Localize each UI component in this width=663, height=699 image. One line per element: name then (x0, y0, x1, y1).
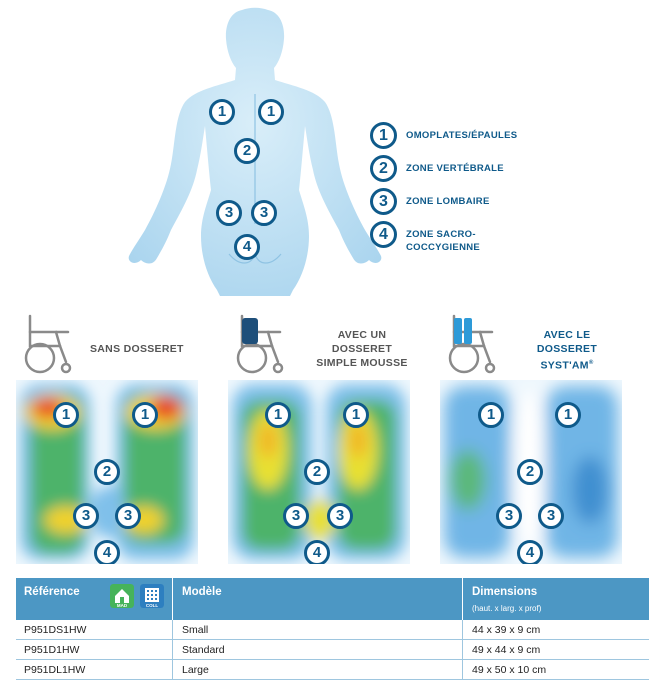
legend-number-2: 2 (370, 155, 397, 182)
cell-reference: P951DS1HW (24, 624, 87, 636)
body-back-illustration: 1 1 2 3 3 4 (125, 4, 385, 296)
map1-zone-3-left: 3 (73, 503, 99, 529)
map1-zone-3-right: 3 (115, 503, 141, 529)
map3-zone-1-right: 1 (555, 402, 581, 428)
panel-header-foam-backrest: AVEC UN DOSSERET SIMPLE MOUSSE (228, 312, 418, 378)
map3-zone-3-right: 3 (538, 503, 564, 529)
map2-zone-3-right: 3 (327, 503, 353, 529)
cell-model: Large (182, 664, 209, 676)
header-divider-2 (462, 578, 463, 620)
cell-reference: P951D1HW (24, 644, 80, 656)
collectivity-badge-text: COLL (146, 603, 158, 608)
row-divider (462, 640, 463, 659)
wheelchair-foam-icon (236, 314, 284, 374)
map3-zone-2: 2 (517, 459, 543, 485)
cell-model: Small (182, 624, 209, 636)
cell-dimensions: 49 x 50 x 10 cm (472, 664, 547, 676)
map3-zone-4: 4 (517, 540, 543, 564)
map1-zone-4: 4 (94, 540, 120, 564)
table-row: P951DL1HW Large 49 x 50 x 10 cm (16, 660, 649, 680)
legend-label-2: ZONE VERTÉBRALE (406, 163, 504, 174)
registered-mark: ® (588, 360, 594, 366)
map1-zone-1-right: 1 (132, 402, 158, 428)
panel-title-2: AVEC UN DOSSERET SIMPLE MOUSSE (312, 328, 412, 370)
header-model: Modèle (182, 586, 222, 598)
table-row: P951D1HW Standard 49 x 44 x 9 cm (16, 640, 649, 660)
map2-zone-4: 4 (304, 540, 330, 564)
legend-label-4: ZONE SACRO-COCCYGIENNE (406, 229, 481, 253)
heatmap-systam-backrest: 1 1 2 3 3 4 (440, 380, 622, 564)
body-zone-1-left: 1 (209, 99, 235, 125)
map3-zone-1-left: 1 (478, 402, 504, 428)
map2-zone-1-right: 1 (343, 402, 369, 428)
panel-title-2-line-3: SIMPLE MOUSSE (316, 357, 408, 369)
legend-item-1: 1 OMOPLATES/ÉPAULES (370, 122, 517, 149)
map2-zone-1-left: 1 (265, 402, 291, 428)
row-divider (462, 620, 463, 639)
pressure-map-2 (228, 380, 410, 564)
legend-label-1: OMOPLATES/ÉPAULES (406, 130, 518, 141)
pressure-map-1 (16, 380, 198, 564)
panel-title-1: SANS DOSSERET (90, 343, 184, 355)
collectivity-badge-icon: COLL (140, 584, 164, 608)
body-zone-1-right: 1 (258, 99, 284, 125)
legend-number-1: 1 (370, 122, 397, 149)
table-header: Référence MAD COLL Modèle Dimensions (ha… (16, 578, 649, 620)
map2-zone-2: 2 (304, 459, 330, 485)
product-table: Référence MAD COLL Modèle Dimensions (ha… (16, 578, 649, 680)
table-row: P951DS1HW Small 44 x 39 x 9 cm (16, 620, 649, 640)
cell-dimensions: 44 x 39 x 9 cm (472, 624, 541, 636)
map3-zone-3-left: 3 (496, 503, 522, 529)
wheelchair-icon (24, 314, 72, 374)
panel-title-2-line-1: AVEC UN (337, 329, 387, 341)
heatmap-foam-backrest: 1 1 2 3 3 4 (228, 380, 410, 564)
header-dimensions-sub: (haut. x larg. x prof) (472, 604, 542, 613)
legend-item-2: 2 ZONE VERTÉBRALE (370, 155, 504, 182)
cell-model: Standard (182, 644, 225, 656)
panel-title-3-brand: SYST'AM (540, 359, 589, 372)
row-divider (172, 640, 173, 659)
wheelchair-systam-icon (448, 314, 496, 374)
legend-number-3: 3 (370, 188, 397, 215)
header-dimensions: Dimensions (472, 586, 538, 598)
panel-title-3: AVEC LE DOSSERET SYST'AM® (522, 328, 612, 373)
legend-number-4: 4 (370, 221, 397, 248)
heatmap-no-backrest: 1 1 2 3 3 4 (16, 380, 198, 564)
legend-item-3: 3 ZONE LOMBAIRE (370, 188, 490, 215)
body-zone-3-left: 3 (216, 200, 242, 226)
legend-item-4: 4 ZONE SACRO-COCCYGIENNE (370, 221, 536, 254)
header-reference: Référence (24, 586, 80, 598)
pressure-map-3 (440, 380, 622, 564)
body-zone-4: 4 (234, 234, 260, 260)
header-divider-1 (172, 578, 173, 620)
cell-dimensions: 49 x 44 x 9 cm (472, 644, 541, 656)
body-zone-2: 2 (234, 138, 260, 164)
panel-header-systam-backrest: AVEC LE DOSSERET SYST'AM® (440, 312, 630, 378)
map1-zone-2: 2 (94, 459, 120, 485)
row-divider (172, 620, 173, 639)
cell-reference: P951DL1HW (24, 664, 86, 676)
home-badge-icon: MAD (110, 584, 134, 608)
panel-title-3-line-2: DOSSERET (536, 343, 598, 355)
panel-title-3-line-1: AVEC LE (543, 329, 591, 341)
row-divider (172, 660, 173, 679)
panel-header-no-backrest: SANS DOSSERET (16, 312, 206, 378)
panel-title-3-line-3: SYST'AM® (522, 356, 612, 373)
map2-zone-3-left: 3 (283, 503, 309, 529)
home-badge-text: MAD (117, 603, 128, 608)
legend-label-3: ZONE LOMBAIRE (406, 196, 490, 207)
row-divider (462, 660, 463, 679)
panel-title-2-line-2: DOSSERET (331, 343, 393, 355)
body-zone-3-right: 3 (251, 200, 277, 226)
map1-zone-1-left: 1 (53, 402, 79, 428)
